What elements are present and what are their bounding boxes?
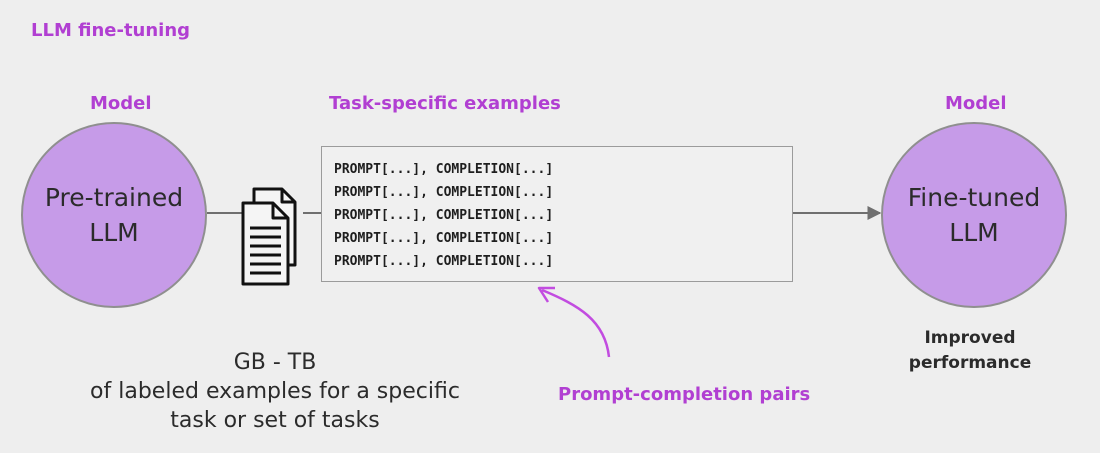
dataset-size-note: GB - TB of labeled examples for a specif…: [70, 348, 480, 435]
documents-icon: [241, 187, 297, 286]
improved-performance-note: Improved performance: [890, 326, 1050, 376]
example-line: PROMPT[...], COMPLETION[...]: [334, 254, 554, 269]
finetuned-line1: Fine-tuned: [907, 183, 1041, 212]
dataset-line2: of labeled examples for a specific: [90, 379, 460, 404]
example-line: PROMPT[...], COMPLETION[...]: [334, 208, 554, 223]
task-examples-box: PROMPT[...], COMPLETION[...] PROMPT[...]…: [321, 146, 793, 282]
dataset-line1: GB - TB: [233, 350, 317, 375]
pretrained-line1: Pre-trained: [44, 183, 184, 212]
finetuned-line2: LLM: [949, 218, 999, 247]
finetuned-llm-circle: Fine-tuned LLM: [881, 122, 1067, 308]
dataset-line3: task or set of tasks: [170, 408, 380, 433]
pairs-pointer-arrow: [541, 288, 611, 358]
slide-title: LLM fine-tuning: [31, 20, 191, 41]
improved-line1: Improved: [924, 328, 1016, 348]
example-line: PROMPT[...], COMPLETION[...]: [334, 162, 554, 177]
example-line: PROMPT[...], COMPLETION[...]: [334, 185, 554, 200]
example-line: PROMPT[...], COMPLETION[...]: [334, 231, 554, 246]
pretrained-llm-circle: Pre-trained LLM: [21, 122, 207, 308]
prompt-completion-pairs-label: Prompt-completion pairs: [558, 384, 811, 405]
task-examples-label: Task-specific examples: [329, 93, 561, 114]
pairs-pointer-arrowhead: [537, 286, 555, 303]
pretrained-line2: LLM: [89, 218, 139, 247]
improved-line2: performance: [908, 353, 1032, 373]
right-model-label: Model: [945, 93, 1007, 114]
left-model-label: Model: [90, 93, 152, 114]
